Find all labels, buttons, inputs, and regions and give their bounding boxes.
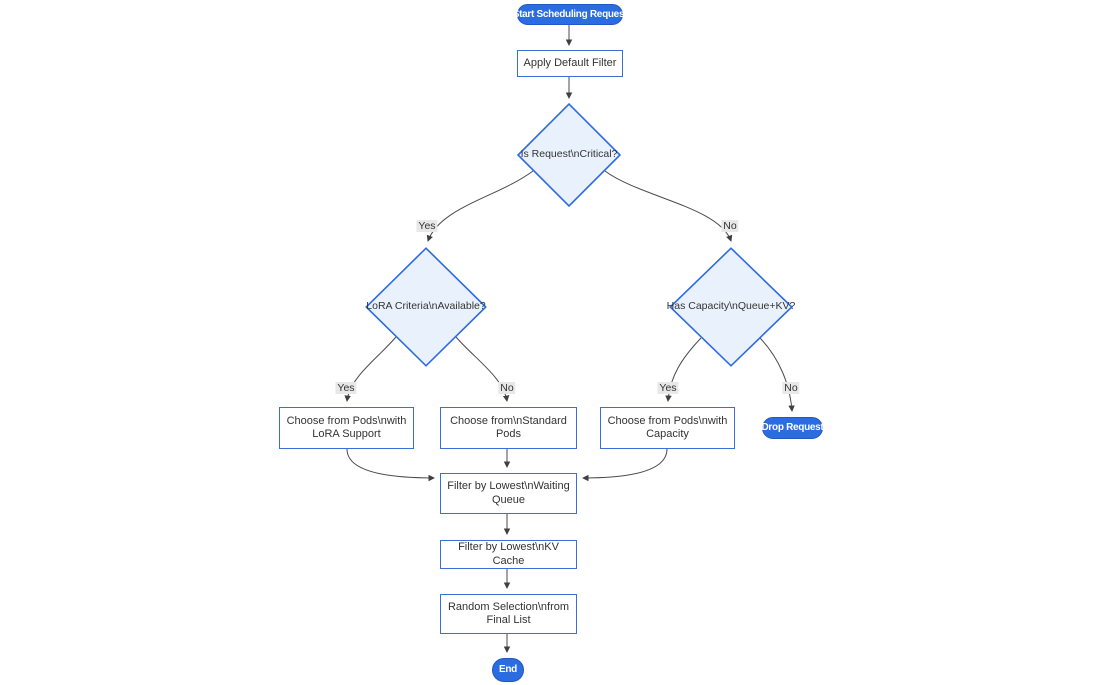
node-apply-default-filter: Apply Default Filter xyxy=(517,50,623,77)
edge-label-critical-yes: Yes xyxy=(416,220,438,232)
diamond-shape-icon xyxy=(365,247,487,367)
node-end: End xyxy=(492,658,524,682)
node-has-capacity-queue-kv-label: Has Capacity\nQueue+KV? xyxy=(666,300,796,313)
node-lora-criteria-available-label: LoRA Criteria\nAvailable? xyxy=(366,300,486,313)
node-choose-lora-pods: Choose from Pods\nwith LoRA Support xyxy=(279,407,414,449)
node-drop-request: Drop Request xyxy=(761,417,824,439)
edge-label-lora-yes: Yes xyxy=(335,382,357,394)
node-filter-waiting-queue-label: Filter by Lowest\nWaiting Queue xyxy=(447,480,570,506)
node-start-label: Start Scheduling Request xyxy=(512,8,628,20)
node-filter-kv-cache: Filter by Lowest\nKV Cache xyxy=(440,540,577,569)
node-choose-lora-pods-label: Choose from Pods\nwith LoRA Support xyxy=(286,414,407,441)
edge-label-capacity-yes: Yes xyxy=(657,382,679,394)
node-lora-criteria-available: LoRA Criteria\nAvailable? xyxy=(365,247,487,367)
node-has-capacity-queue-kv: Has Capacity\nQueue+KV? xyxy=(666,247,796,367)
node-is-request-critical: Is Request\nCritical? xyxy=(517,103,621,207)
edge-label-critical-no: No xyxy=(721,220,739,232)
edge-is-critical-no-to-capacity xyxy=(604,170,733,242)
node-filter-waiting-queue: Filter by Lowest\nWaiting Queue xyxy=(440,473,577,514)
node-start: Start Scheduling Request xyxy=(513,4,628,25)
node-choose-standard-pods: Choose from\nStandard Pods xyxy=(440,407,577,449)
node-end-label: End xyxy=(499,664,517,676)
node-filter-kv-cache-label: Filter by Lowest\nKV Cache xyxy=(458,541,559,567)
edge-choose-lora-to-filter-waiting xyxy=(346,448,435,482)
node-choose-capacity-pods: Choose from Pods\nwith Capacity xyxy=(600,407,735,449)
node-choose-standard-pods-label: Choose from\nStandard Pods xyxy=(450,414,567,441)
diamond-shape-icon xyxy=(517,103,621,207)
node-drop-request-label: Drop Request xyxy=(761,422,824,434)
node-apply-default-filter-label: Apply Default Filter xyxy=(523,56,617,69)
edge-choose-capacity-to-filter-waiting xyxy=(582,448,668,482)
edge-label-lora-no: No xyxy=(498,382,516,394)
node-is-request-critical-label: Is Request\nCritical? xyxy=(520,148,618,161)
node-choose-capacity-pods-label: Choose from Pods\nwith Capacity xyxy=(607,414,728,441)
node-random-selection-label: Random Selection\nfrom Final List xyxy=(447,600,570,627)
diamond-shape-icon xyxy=(669,247,793,367)
node-random-selection: Random Selection\nfrom Final List xyxy=(440,594,577,634)
edge-label-capacity-no: No xyxy=(782,382,800,394)
